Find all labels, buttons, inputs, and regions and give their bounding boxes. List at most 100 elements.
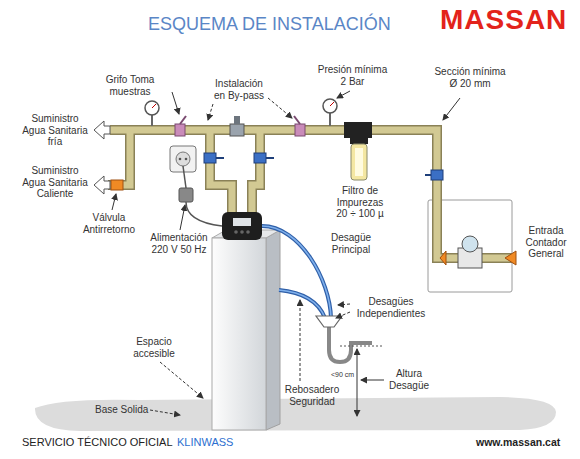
callout-label: Entrada Contador General <box>522 225 570 260</box>
dimension-label: <90 cm <box>331 371 354 379</box>
check-valve <box>111 180 123 190</box>
impurity-filter <box>350 138 368 144</box>
callout-label: Espacio accesible <box>128 336 180 359</box>
pressure-gauges <box>145 101 159 115</box>
sample-valves <box>175 124 185 136</box>
shutoff-valves <box>204 153 443 180</box>
footer-brand: KLINWASS <box>177 436 233 449</box>
sample-valves <box>294 116 300 124</box>
water-meter <box>440 251 446 265</box>
callout-label: Desagüe Principal <box>325 232 377 255</box>
power-socket <box>170 146 222 226</box>
softener-cabinet <box>240 230 244 234</box>
shutoff-valves <box>216 157 224 159</box>
leader-lines <box>172 92 179 114</box>
water-meter <box>505 251 516 265</box>
diagram-title: ESQUEMA DE INSTALACIÓN <box>148 14 391 35</box>
leader-lines <box>160 362 203 398</box>
callout-label: Presión mínima 2 Bar <box>317 64 388 87</box>
softener-cabinet <box>266 230 280 430</box>
dimension-line <box>357 349 358 416</box>
pressure-gauges <box>323 99 337 113</box>
leader-lines <box>268 98 292 118</box>
shutoff-valves <box>431 170 443 180</box>
footer-text: SERVICIO TÉCNICO OFICIAL <box>22 436 173 449</box>
siphon <box>329 326 372 362</box>
water-meter <box>462 236 478 252</box>
sample-valves <box>180 116 186 124</box>
power-socket <box>186 202 222 226</box>
pressure-gauges <box>145 99 337 126</box>
leader-lines <box>336 312 350 318</box>
impurity-filter <box>344 122 372 138</box>
shutoff-valves <box>266 157 274 159</box>
bypass-valve <box>234 116 240 124</box>
power-socket <box>179 158 182 161</box>
callout-label: Desagües Independientes <box>352 296 430 319</box>
callout-label: Instalación en By-pass <box>209 78 269 101</box>
bypass-valve <box>230 116 244 136</box>
outlet-arrows <box>94 121 110 194</box>
sample-valves <box>295 124 305 136</box>
pipes <box>108 130 512 258</box>
leader-lines <box>338 304 350 305</box>
pressure-gauges <box>151 114 153 126</box>
callout-label: Alimentación 220 V 50 Hz <box>146 232 212 255</box>
siphon <box>316 316 342 327</box>
callout-label: Rebosadero Seguridad <box>282 384 342 407</box>
outlet-arrows <box>94 121 110 139</box>
siphon <box>340 346 382 347</box>
leader-lines <box>180 205 185 230</box>
leader-lines <box>337 91 350 98</box>
drain-hoses <box>262 226 331 318</box>
drain-hoses <box>262 226 331 318</box>
pipes <box>108 130 512 258</box>
leader-lines <box>150 410 180 415</box>
pressure-gauges <box>329 112 331 126</box>
outlet-arrows <box>94 176 110 194</box>
dimension-line <box>357 349 358 416</box>
power-socket <box>185 158 188 161</box>
callout-label: Grifo Toma muestras <box>90 74 170 97</box>
check-valve <box>111 180 123 190</box>
drain-hoses <box>262 226 331 318</box>
softener-cabinet <box>246 230 250 234</box>
softener-cabinet <box>212 238 266 430</box>
callout-label: Filtro de Impurezas 20 ÷ 100 µ <box>331 185 389 220</box>
brand-logo: MASSAN <box>440 6 567 34</box>
leader-lines <box>361 380 384 381</box>
callout-label: Suministro Agua Sanitaria Caliente <box>20 165 90 200</box>
impurity-filter <box>351 144 367 180</box>
pipes <box>108 130 512 258</box>
callout-label: Válvula Antirretorno <box>78 212 140 235</box>
siphon <box>316 316 382 362</box>
pressure-gauges <box>152 104 156 108</box>
callout-label: Base Solida <box>95 404 148 416</box>
power-socket <box>183 166 186 188</box>
drain-hoses <box>279 290 325 318</box>
shutoff-valves <box>425 174 431 176</box>
callout-label: Altura Desagüe <box>386 368 432 391</box>
power-socket <box>176 152 190 166</box>
softener-cabinet <box>212 212 280 430</box>
shutoff-valves <box>204 153 216 163</box>
softener-cabinet <box>222 212 262 240</box>
leader-lines <box>112 194 116 210</box>
impurity-filter <box>344 122 372 180</box>
callout-label: Sección mínima Ø 20 mm <box>432 66 508 89</box>
drain-hoses <box>279 290 325 318</box>
shutoff-valves <box>254 153 266 163</box>
leader-lines <box>300 300 301 381</box>
impurity-filter <box>355 148 363 176</box>
softener-cabinet <box>233 218 251 226</box>
leader-lines <box>443 98 460 120</box>
sample-valves <box>175 116 305 136</box>
leader-lines <box>112 91 460 415</box>
leader-lines <box>208 104 213 120</box>
bypass-valve <box>230 124 244 136</box>
website-url: www.massan.cat <box>476 436 560 448</box>
pressure-gauges <box>330 102 334 106</box>
callout-label: Suministro Agua Sanitaria fría <box>20 113 90 148</box>
softener-cabinet <box>234 230 238 234</box>
